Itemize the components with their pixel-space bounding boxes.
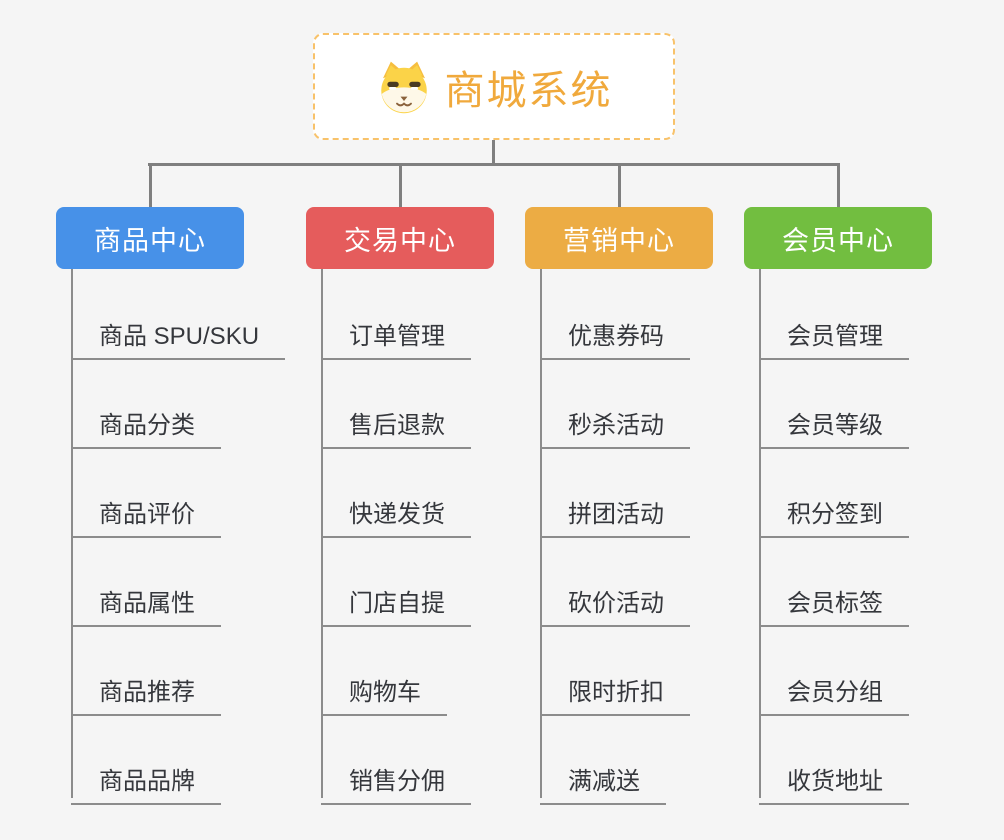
root-node-label: 商城系统 bbox=[444, 68, 613, 113]
root-node[interactable]: 商城系统 bbox=[313, 33, 675, 140]
branch-node-2[interactable]: 交易中心 bbox=[306, 207, 494, 269]
leaf-node[interactable]: 砍价活动 bbox=[540, 572, 690, 627]
branch-drop-line bbox=[148, 163, 152, 207]
branches-horizontal-line bbox=[148, 163, 840, 166]
leaf-node[interactable]: 商品推荐 bbox=[71, 661, 221, 716]
leaf-node[interactable]: 收货地址 bbox=[759, 750, 909, 805]
leaf-node[interactable]: 满减送 bbox=[540, 750, 666, 805]
branch-spine-line bbox=[321, 269, 323, 798]
root-drop-line bbox=[492, 140, 495, 164]
branch-node-label: 会员中心 bbox=[782, 225, 894, 256]
leaf-node[interactable]: 优惠券码 bbox=[540, 305, 690, 360]
leaf-node[interactable]: 秒杀活动 bbox=[540, 394, 690, 449]
leaf-node[interactable]: 购物车 bbox=[321, 661, 447, 716]
branch-spine-line bbox=[71, 269, 73, 798]
branch-node-label: 交易中心 bbox=[344, 225, 456, 256]
branch-drop-line bbox=[617, 163, 621, 207]
leaf-node[interactable]: 会员管理 bbox=[759, 305, 909, 360]
leaf-node[interactable]: 会员等级 bbox=[759, 394, 909, 449]
branch-drop-line bbox=[836, 163, 840, 207]
leaf-node[interactable]: 快递发货 bbox=[321, 483, 471, 538]
leaf-node[interactable]: 商品属性 bbox=[71, 572, 221, 627]
leaf-node[interactable]: 商品品牌 bbox=[71, 750, 221, 805]
branch-node-1[interactable]: 商品中心 bbox=[56, 207, 244, 269]
leaf-node[interactable]: 商品 SPU/SKU bbox=[71, 305, 286, 360]
dog-face-icon bbox=[380, 61, 427, 113]
leaf-node[interactable]: 会员标签 bbox=[759, 572, 909, 627]
leaf-node[interactable]: 商品评价 bbox=[71, 483, 221, 538]
leaf-node[interactable]: 售后退款 bbox=[321, 394, 471, 449]
branch-node-label: 营销中心 bbox=[563, 225, 675, 256]
leaf-node[interactable]: 商品分类 bbox=[71, 394, 221, 449]
leaf-node[interactable]: 门店自提 bbox=[321, 572, 471, 627]
leaf-node[interactable]: 订单管理 bbox=[321, 305, 471, 360]
leaf-node[interactable]: 会员分组 bbox=[759, 661, 909, 716]
branch-node-4[interactable]: 会员中心 bbox=[744, 207, 932, 269]
branch-spine-line bbox=[540, 269, 542, 798]
branch-spine-line bbox=[759, 269, 761, 798]
leaf-node[interactable]: 拼团活动 bbox=[540, 483, 690, 538]
branch-node-label: 商品中心 bbox=[94, 225, 206, 256]
leaf-node[interactable]: 积分签到 bbox=[759, 483, 909, 538]
branch-drop-line bbox=[398, 163, 402, 207]
leaf-node[interactable]: 销售分佣 bbox=[321, 750, 471, 805]
branch-node-3[interactable]: 营销中心 bbox=[525, 207, 713, 269]
leaf-node[interactable]: 限时折扣 bbox=[540, 661, 690, 716]
